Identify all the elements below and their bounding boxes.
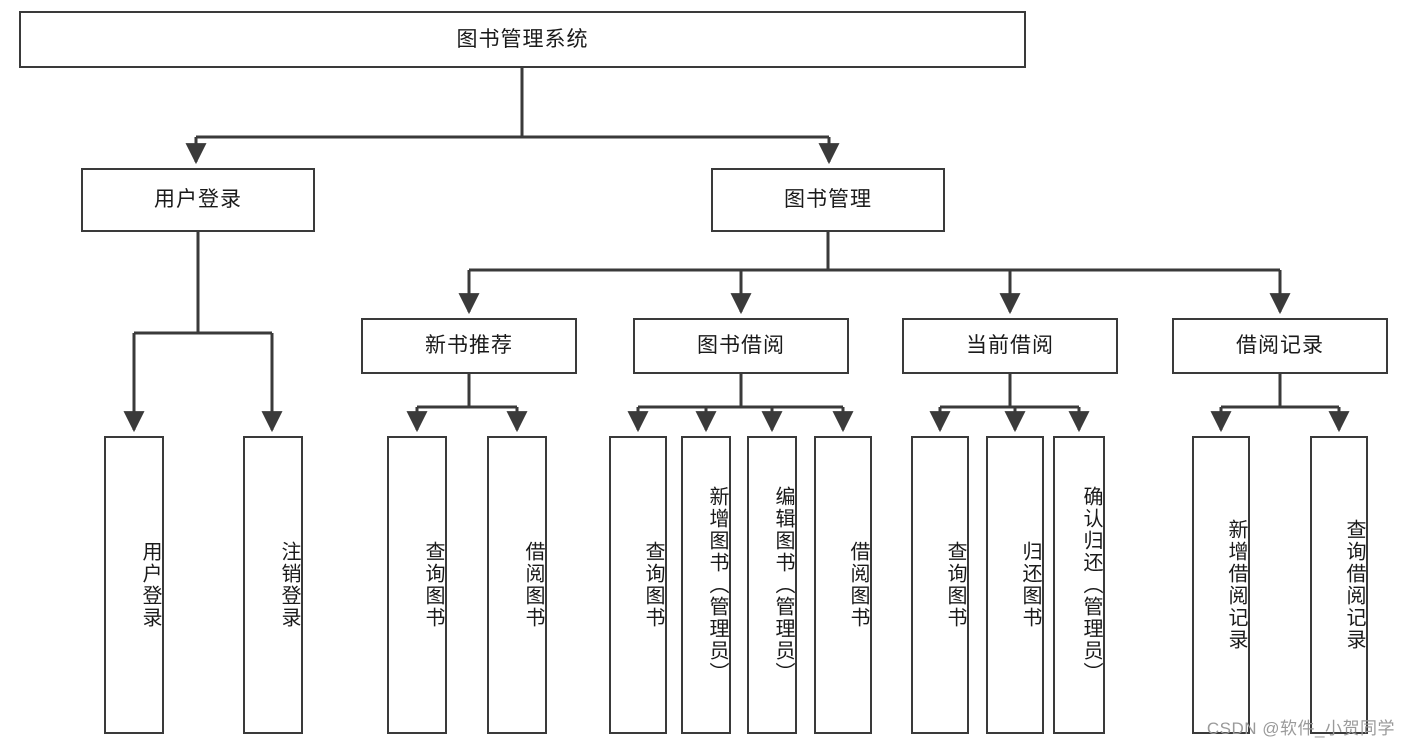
node-borrow-record[interactable]: 借阅记录 bbox=[1172, 318, 1388, 374]
node-leaf-borrow-lend[interactable]: 借阅图书 bbox=[814, 436, 872, 734]
node-leaf-user-login-label: 用户登录 bbox=[139, 541, 161, 629]
node-book-borrow[interactable]: 图书借阅 bbox=[633, 318, 849, 374]
node-leaf-cur-confirm[interactable]: 确认归还（管理员） bbox=[1053, 436, 1105, 734]
node-book-manage-label: 图书管理 bbox=[784, 188, 872, 212]
node-leaf-borrow-lend-label: 借阅图书 bbox=[847, 541, 869, 629]
node-leaf-cur-query[interactable]: 查询图书 bbox=[911, 436, 969, 734]
node-book-manage[interactable]: 图书管理 bbox=[711, 168, 945, 232]
node-new-book-rec[interactable]: 新书推荐 bbox=[361, 318, 577, 374]
node-leaf-cur-return[interactable]: 归还图书 bbox=[986, 436, 1044, 734]
node-user-login[interactable]: 用户登录 bbox=[81, 168, 315, 232]
node-leaf-record-add-label: 新增借阅记录 bbox=[1225, 519, 1247, 651]
node-new-book-rec-label: 新书推荐 bbox=[425, 334, 513, 358]
node-current-borrow[interactable]: 当前借阅 bbox=[902, 318, 1118, 374]
csdn-watermark: CSDN @软件_小贺同学 bbox=[1206, 719, 1395, 738]
node-leaf-rec-borrow-label: 借阅图书 bbox=[522, 541, 544, 629]
node-leaf-cur-query-label: 查询图书 bbox=[944, 541, 966, 629]
node-leaf-borrow-edit-label: 编辑图书（管理员） bbox=[772, 486, 794, 684]
node-leaf-rec-query[interactable]: 查询图书 bbox=[387, 436, 447, 734]
node-leaf-user-login[interactable]: 用户登录 bbox=[104, 436, 164, 734]
node-borrow-record-label: 借阅记录 bbox=[1236, 334, 1324, 358]
node-leaf-rec-query-label: 查询图书 bbox=[422, 541, 444, 629]
node-leaf-record-query-label: 查询借阅记录 bbox=[1343, 519, 1365, 651]
node-leaf-borrow-add[interactable]: 新增图书（管理员） bbox=[681, 436, 731, 734]
node-leaf-borrow-query[interactable]: 查询图书 bbox=[609, 436, 667, 734]
node-book-borrow-label: 图书借阅 bbox=[697, 334, 785, 358]
node-current-borrow-label: 当前借阅 bbox=[966, 334, 1054, 358]
node-leaf-rec-borrow[interactable]: 借阅图书 bbox=[487, 436, 547, 734]
node-root-label: 图书管理系统 bbox=[456, 27, 589, 51]
node-leaf-borrow-query-label: 查询图书 bbox=[642, 541, 664, 629]
node-leaf-borrow-edit[interactable]: 编辑图书（管理员） bbox=[747, 436, 797, 734]
node-leaf-record-add[interactable]: 新增借阅记录 bbox=[1192, 436, 1250, 734]
node-leaf-cur-return-label: 归还图书 bbox=[1019, 541, 1041, 629]
node-leaf-cur-confirm-label: 确认归还（管理员） bbox=[1080, 486, 1102, 684]
node-leaf-record-query[interactable]: 查询借阅记录 bbox=[1310, 436, 1368, 734]
node-root[interactable]: 图书管理系统 bbox=[19, 11, 1026, 68]
node-leaf-user-logout-label: 注销登录 bbox=[278, 541, 300, 629]
node-leaf-user-logout[interactable]: 注销登录 bbox=[243, 436, 303, 734]
node-leaf-borrow-add-label: 新增图书（管理员） bbox=[706, 486, 728, 684]
node-user-login-label: 用户登录 bbox=[154, 188, 242, 212]
